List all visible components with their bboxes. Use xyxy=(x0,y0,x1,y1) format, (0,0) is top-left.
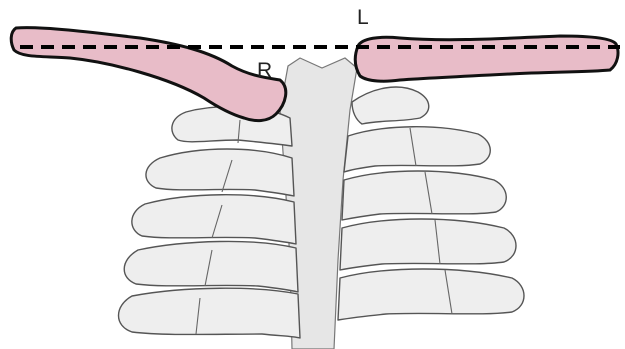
left-rib-4 xyxy=(340,219,516,270)
right-clavicle xyxy=(11,28,286,121)
left-rib-cage xyxy=(338,87,524,320)
right-rib-5 xyxy=(119,288,301,338)
right-rib-cage xyxy=(119,107,301,338)
right-rib-3 xyxy=(132,195,296,244)
right-rib-4 xyxy=(124,241,298,292)
left-clavicle xyxy=(355,36,618,81)
left-rib-1 xyxy=(352,87,429,124)
right-side-label: R xyxy=(257,59,272,82)
left-rib-3 xyxy=(342,171,506,220)
right-rib-2 xyxy=(146,149,294,196)
left-rib-2 xyxy=(344,127,490,172)
left-side-label: L xyxy=(357,6,369,29)
left-rib-5 xyxy=(338,269,524,320)
